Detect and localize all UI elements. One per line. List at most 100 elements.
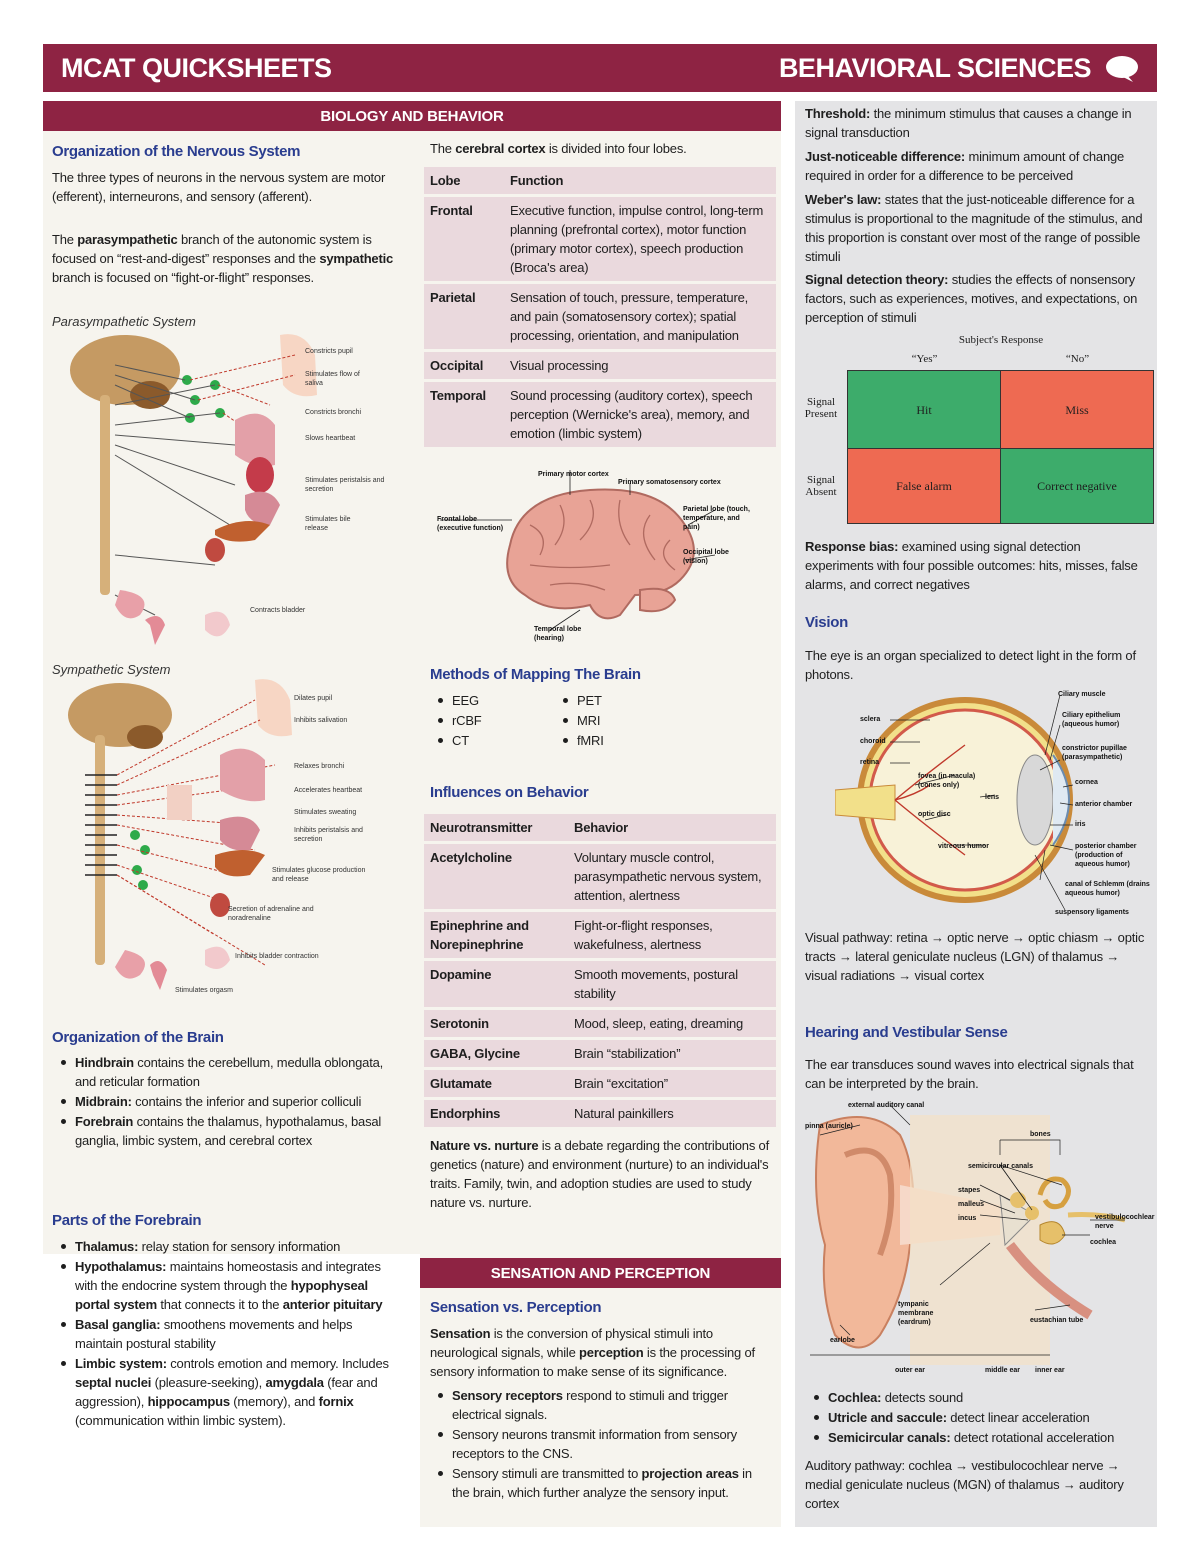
visual-pathway: Visual pathway: retina → optic nerve → o… — [805, 930, 1145, 983]
eye-label: canal of Schlemm (drains aqueous humor) — [1065, 881, 1150, 897]
eye-label: retina — [860, 759, 880, 766]
ear-label: stapes — [958, 1187, 981, 1194]
brain-label: Parietal lobe (touch, temperature, and p… — [683, 506, 750, 531]
sdt-yes: “Yes” — [911, 353, 938, 365]
response-bias-text: Response bias: examined using signal det… — [805, 539, 1138, 592]
org-brain-list: Hindbrain contains the cerebellum, medul… — [55, 1053, 395, 1151]
para-label: Stimulates bile release — [305, 516, 351, 532]
symp-label: Accelerates heartbeat — [294, 787, 363, 794]
table-cell: Mood, sleep, eating, dreaming — [568, 1010, 776, 1037]
brain-label: Frontal lobe (executive function) — [437, 516, 504, 532]
sdt-text: Signal detection theory: studies the eff… — [805, 272, 1138, 325]
mapping-list-right: PET MRI fMRI — [557, 691, 697, 751]
org-ns-p2: The parasympathetic branch of the autono… — [52, 232, 394, 285]
influences-title: Influences on Behavior — [430, 784, 589, 801]
ear-label: vestibulocochlear nerve — [1095, 1214, 1155, 1230]
svp-title: Sensation vs. Perception — [430, 1299, 602, 1316]
cortex-intro: The cerebral cortex is divided into four… — [430, 141, 687, 156]
header-right-title: BEHAVIORAL SCIENCES — [778, 52, 1092, 83]
table-cell: Smooth movements, postural stability — [568, 961, 776, 1007]
list-item: Semicircular canals: detect rotational a… — [808, 1428, 1153, 1447]
eye-label: constrictor pupillae (parasympathetic) — [1062, 745, 1127, 761]
ear-label: external auditory canal — [848, 1102, 925, 1109]
table-cell: Epinephrine and Norepinephrine — [424, 912, 568, 958]
symp-label: Secretion of adrenaline and noradrenalin… — [228, 906, 314, 922]
threshold-text: Threshold: the minimum stimulus that cau… — [805, 106, 1132, 140]
nature-nurture: Nature vs. nurture is a debate regarding… — [430, 1138, 769, 1210]
ear-label: malleus — [958, 1201, 985, 1208]
para-label: Slows heartbeat — [305, 435, 356, 442]
list-item: Basal ganglia: smoothens movements and h… — [55, 1315, 395, 1353]
table-cell: Glutamate — [424, 1070, 568, 1097]
ear-label: eustachian tube — [1030, 1317, 1084, 1324]
table-cell: Parietal — [424, 284, 504, 349]
sdt-miss: Miss — [1000, 370, 1154, 449]
list-item: Sensory neurons transmit information fro… — [432, 1425, 772, 1463]
list-item: MRI — [557, 711, 697, 730]
table-cell: Occipital — [424, 352, 504, 379]
sdt-no: “No” — [1065, 353, 1090, 365]
ear-label: earlobe — [830, 1337, 855, 1344]
svp-list: Sensory receptors respond to stimuli and… — [432, 1386, 772, 1503]
para-caption: Parasympathetic System — [52, 314, 196, 329]
list-item: Cochlea: detects sound — [808, 1388, 1153, 1407]
para-label: Constricts pupil — [305, 348, 353, 355]
list-item: Hindbrain contains the cerebellum, medul… — [55, 1053, 395, 1091]
table-header-cell: Behavior — [568, 814, 776, 841]
table-cell: Dopamine — [424, 961, 568, 1007]
table-cell: Endorphins — [424, 1100, 568, 1127]
table-header-cell: Neurotransmitter — [424, 814, 568, 841]
table-cell: Voluntary muscle control, parasympatheti… — [568, 844, 776, 909]
brain-label: Primary motor cortex — [538, 471, 609, 478]
para-label: Stimulates peristalsis and secretion — [305, 477, 385, 493]
table-cell: Brain “excitation” — [568, 1070, 776, 1097]
brain-illustration — [440, 470, 716, 631]
eye-label: optic disc — [918, 811, 951, 818]
symp-label: Dilates pupil — [294, 695, 333, 702]
table-cell: Visual processing — [504, 352, 776, 379]
sdt-present: Signal Present — [804, 396, 838, 420]
eye-label: sclera — [860, 716, 881, 723]
list-item: Midbrain: contains the inferior and supe… — [55, 1092, 395, 1111]
list-item: EEG — [432, 691, 572, 710]
table-cell: Natural painkillers — [568, 1100, 776, 1127]
auditory-pathway: Auditory pathway: cochlea → vestibulococ… — [805, 1458, 1124, 1511]
org-ns-p1: The three types of neurons in the nervou… — [52, 170, 386, 204]
sensation-panel — [420, 1254, 781, 1527]
list-item: fMRI — [557, 731, 697, 750]
brain-label: Temporal lobe (hearing) — [534, 626, 582, 642]
table-cell: Sound processing (auditory cortex), spee… — [504, 382, 776, 447]
list-item: Sensory receptors respond to stimuli and… — [432, 1386, 772, 1424]
jnd-text: Just-noticeable difference: minimum amou… — [805, 149, 1125, 183]
hearing-title: Hearing and Vestibular Sense — [805, 1024, 1008, 1041]
table-cell: Executive function, impulse control, lon… — [504, 197, 776, 281]
sdt-correct-negative: Correct negative — [1000, 448, 1154, 524]
brain-label: Primary somatosensory cortex — [618, 479, 721, 486]
vision-paragraph: The eye is an organ specialized to detec… — [805, 648, 1136, 682]
symp-label: Inhibits salivation — [294, 717, 348, 724]
symp-label: Stimulates sweating — [294, 809, 357, 816]
para-label: Constricts bronchi — [305, 409, 362, 416]
symp-label: Relaxes bronchi — [294, 763, 345, 770]
symp-label: Stimulates orgasm — [175, 987, 233, 994]
table-cell: Fight-or-flight responses, wakefulness, … — [568, 912, 776, 958]
ear-label: semicircular canals — [968, 1163, 1033, 1170]
list-item: Forebrain contains the thalamus, hypotha… — [55, 1112, 395, 1150]
mapping-list-left: EEG rCBF CT — [432, 691, 572, 751]
speech-bubble-icon — [1105, 55, 1139, 82]
symp-caption: Sympathetic System — [52, 662, 171, 677]
parasympathetic-diagram — [70, 334, 317, 645]
list-item: Hypothalamus: maintains homeostasis and … — [55, 1257, 395, 1314]
eye-label: choroid — [860, 738, 886, 745]
list-item: Thalamus: relay station for sensory info… — [55, 1237, 395, 1256]
